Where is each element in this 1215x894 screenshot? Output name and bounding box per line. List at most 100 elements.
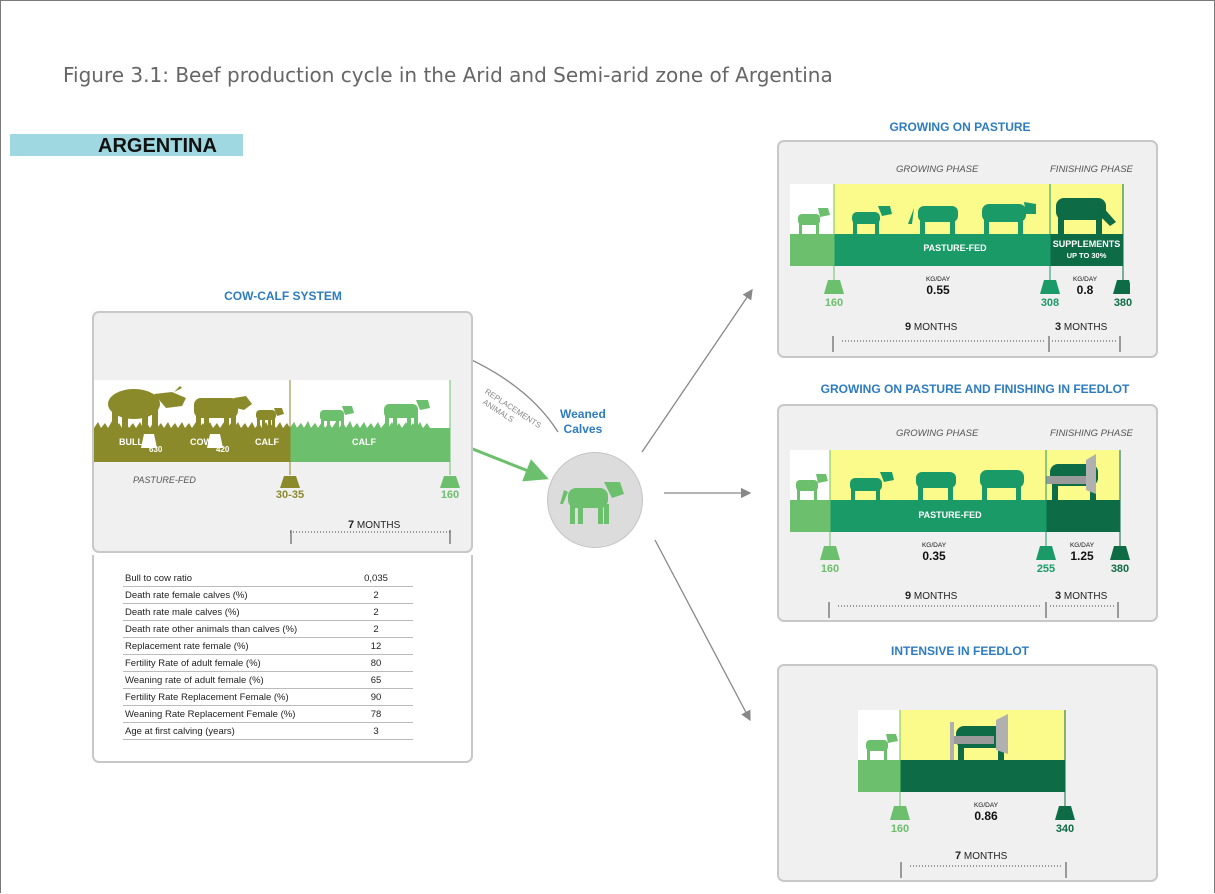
bull-label: BULL: [119, 437, 143, 447]
pasture-gain-2-value: 0.8: [1076, 283, 1094, 297]
pasture-steer-2: [908, 206, 958, 234]
table-row: Weaning Rate Replacement Female (%)78: [123, 705, 413, 723]
feedlot-months-1: 9 MONTHS: [905, 590, 957, 602]
kg-day-label: KG/DAY: [1069, 542, 1095, 549]
pasture-calf-start: [798, 208, 830, 234]
param-label: Age at first calving (years): [123, 722, 339, 740]
pasture-months-1: 9 MONTHS: [905, 321, 957, 333]
intensive-months-label: MONTHS: [963, 851, 1008, 862]
pasture-weight-start: 160: [824, 297, 844, 309]
feedlot-steer-1: [850, 472, 894, 501]
table-row: Death rate female calves (%)2: [123, 586, 413, 604]
wean-weight: 160: [440, 489, 460, 501]
param-value: 2: [339, 586, 413, 604]
param-value: 12: [339, 637, 413, 655]
feedlot-band-label: PASTURE-FED: [918, 510, 982, 520]
param-label: Weaning rate of adult female (%): [123, 671, 339, 689]
intensive-weight-end: 340: [1055, 823, 1075, 835]
pasture-finishing-phase: FINISHING PHASE: [1050, 164, 1133, 175]
feedlot-m1-num: 9: [905, 590, 912, 602]
pasture-steer-finish: [1056, 198, 1116, 234]
param-label: Fertility Rate of adult female (%): [123, 654, 339, 672]
param-value: 3: [339, 722, 413, 740]
pasture-band-label: PASTURE-FED: [923, 243, 987, 253]
cow-calf-title: COW-CALF SYSTEM: [224, 289, 342, 303]
weaned-calf-icon: [560, 482, 624, 524]
feedlot-diagram: [790, 450, 1130, 560]
bull-silhouette: [108, 386, 186, 428]
feedlot-weight-start: 160: [820, 563, 840, 575]
pasture-m1-num: 9: [905, 321, 912, 333]
bull-weight: 630: [149, 445, 163, 454]
param-label: Death rate female calves (%): [123, 586, 339, 604]
arrow-to-intensive: [654, 539, 751, 722]
pasture-months-label: MONTHS: [913, 322, 958, 333]
feedlot-weight-end: 380: [1110, 563, 1130, 575]
kg-day-label: KG/DAY: [973, 802, 999, 809]
pasture-weight-mid: 308: [1040, 297, 1060, 309]
pasture-months-label: MONTHS: [1063, 322, 1108, 333]
pasture-months-2: 3 MONTHS: [1055, 321, 1107, 333]
table-row: Death rate male calves (%)2: [123, 603, 413, 621]
kg-day-label: KG/DAY: [921, 542, 947, 549]
pasture-fed-label: PASTURE-FED: [133, 475, 196, 485]
calf-band-label: CALF: [352, 437, 376, 447]
table-row: Death rate other animals than calves (%)…: [123, 620, 413, 638]
table-row: Age at first calving (years)3: [123, 722, 413, 740]
intensive-pen-steer: [950, 714, 1008, 760]
pasture-diagram: [790, 184, 1130, 294]
table-row: Weaning rate of adult female (%)65: [123, 671, 413, 689]
growing-calf-silhouette-1: [320, 406, 354, 428]
kg-day-label: KG/DAY: [925, 276, 951, 283]
intensive-diagram: [858, 710, 1075, 820]
country-label: ARGENTINA: [98, 135, 217, 157]
feedlot-timeline: [828, 602, 1119, 618]
feedlot-months-2: 3 MONTHS: [1055, 590, 1107, 602]
param-label: Replacement rate female (%): [123, 637, 339, 655]
param-value: 2: [339, 603, 413, 621]
param-label: Death rate other animals than calves (%): [123, 620, 339, 638]
param-value: 2: [339, 620, 413, 638]
param-label: Bull to cow ratio: [123, 570, 339, 587]
table-row: Replacement rate female (%)12: [123, 637, 413, 655]
weaned-line-2: Calves: [563, 422, 603, 436]
birth-weight: 30-35: [275, 489, 305, 501]
cow-weight: 420: [216, 445, 230, 454]
feedlot-growing-phase: GROWING PHASE: [896, 428, 979, 439]
intensive-title: INTENSIVE IN FEEDLOT: [890, 644, 1029, 658]
pasture-gain-1-value: 0.55: [926, 283, 950, 297]
param-label: Death rate male calves (%): [123, 603, 339, 621]
feedlot-months-label: MONTHS: [1063, 591, 1108, 602]
intensive-calf-start: [866, 734, 898, 760]
feedlot-m2-num: 3: [1055, 590, 1062, 602]
intensive-months: 7 MONTHS: [955, 850, 1007, 862]
cow-calf-months-label: MONTHS: [356, 520, 401, 531]
cow-calf-months: 7 MONTHS: [348, 519, 400, 531]
table-row: Fertility Rate of adult female (%)80: [123, 654, 413, 672]
feedlot-gain-1-value: 0.35: [922, 549, 946, 563]
supplements-amount: UP TO 30%: [1066, 251, 1107, 260]
supplements-label: SUPPLEMENTS: [1052, 239, 1121, 249]
param-value: 78: [339, 705, 413, 723]
param-label: Fertility Rate Replacement Female (%): [123, 688, 339, 706]
feedlot-months-label: MONTHS: [913, 591, 958, 602]
feedlot-title: GROWING ON PASTURE AND FINISHING IN FEED…: [820, 382, 1130, 396]
arrow-to-pasture: [641, 288, 753, 453]
calf-label: CALF: [255, 437, 279, 447]
growing-calf-silhouette-2: [384, 400, 430, 428]
kg-day-label: KG/DAY: [1072, 276, 1098, 283]
feedlot-gain-2-value: 1.25: [1070, 549, 1094, 563]
param-value: 90: [339, 688, 413, 706]
pasture-weight-end: 380: [1113, 297, 1133, 309]
cow-calf-months-num: 7: [348, 519, 355, 531]
feedlot-calf-start: [796, 474, 828, 500]
intensive-timeline: [900, 862, 1067, 878]
feedlot-weight-mid: 255: [1036, 563, 1056, 575]
